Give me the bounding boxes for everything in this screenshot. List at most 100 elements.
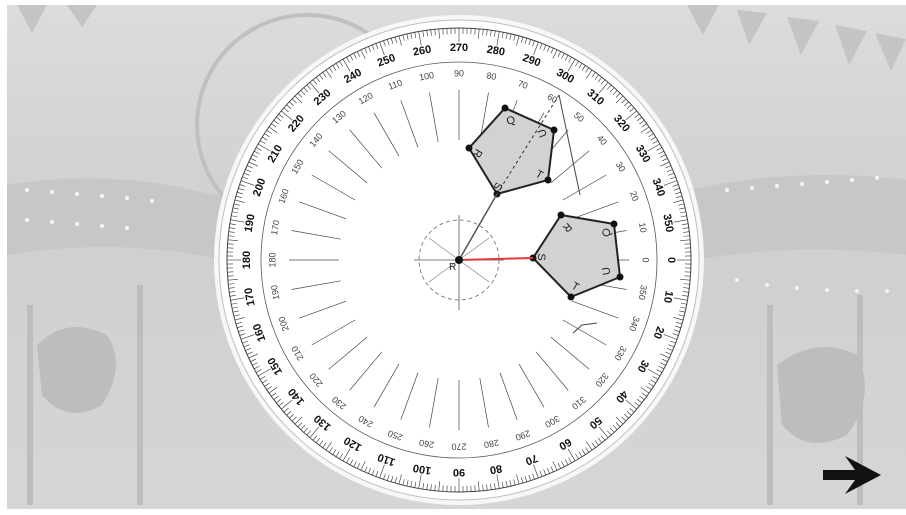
scale-tick	[578, 451, 583, 457]
radial-guide	[571, 300, 619, 319]
scale-tick	[561, 461, 565, 467]
scale-tick	[309, 82, 320, 94]
scale-tick	[496, 474, 500, 489]
scale-tick	[271, 392, 277, 397]
scale-tick	[255, 147, 262, 151]
scale-tick	[682, 295, 689, 297]
inner-degree-label: 90	[454, 68, 464, 78]
scale-tick	[297, 92, 303, 98]
scale-tick	[482, 29, 484, 36]
outer-degree-label: 110	[376, 451, 397, 468]
scale-tick	[482, 484, 484, 491]
scale-tick	[673, 317, 684, 321]
radial-guide	[373, 112, 400, 157]
vertex-dot[interactable]	[557, 211, 565, 219]
scale-tick	[561, 53, 565, 59]
scale-tick	[349, 55, 354, 61]
next-arrow-button[interactable]	[819, 452, 885, 498]
scale-tick	[383, 40, 386, 47]
scale-tick	[255, 369, 262, 373]
scale-tick	[342, 448, 351, 462]
scale-tick	[478, 28, 480, 39]
scale-tick	[297, 422, 303, 428]
scale-tick	[539, 43, 543, 50]
scale-tick	[505, 33, 508, 40]
vertex-dot[interactable]	[465, 144, 473, 152]
inner-degree-label: 110	[387, 77, 404, 91]
scale-tick	[673, 297, 688, 301]
scale-tick	[228, 235, 235, 237]
scale-tick	[232, 211, 239, 214]
scale-tick	[626, 104, 632, 109]
scale-tick	[640, 126, 650, 133]
scale-tick	[532, 473, 535, 480]
scale-tick	[646, 386, 652, 390]
outer-degree-label: 200	[251, 177, 269, 198]
vertex-dot[interactable]	[544, 176, 552, 184]
outer-degree-label: 350	[660, 213, 675, 233]
scale-tick	[375, 43, 379, 50]
scale-tick	[680, 215, 687, 218]
scale-tick	[567, 58, 576, 72]
scale-tick	[568, 56, 572, 63]
angle-bracket	[572, 322, 598, 334]
radial-guide	[571, 201, 619, 220]
scale-tick	[547, 467, 550, 474]
vertex-dot[interactable]	[567, 293, 575, 301]
guide-line	[558, 94, 581, 196]
scale-tick	[229, 295, 236, 297]
scale-tick	[679, 310, 686, 313]
scale-tick	[666, 348, 673, 351]
scale-tick	[575, 453, 579, 460]
scale-tick	[581, 65, 586, 71]
scale-tick	[250, 158, 257, 162]
scale-tick	[626, 411, 632, 416]
outer-degree-label: 190	[243, 213, 258, 233]
radial-guide	[311, 319, 356, 346]
scale-tick	[353, 461, 357, 467]
scale-tick	[672, 333, 679, 336]
vertex-dot[interactable]	[550, 126, 558, 134]
scale-tick	[248, 161, 258, 167]
scale-tick	[379, 41, 385, 56]
scale-tick	[640, 387, 650, 394]
scale-tick	[501, 32, 504, 39]
center-of-rotation[interactable]	[455, 256, 463, 264]
outer-degree-label: 250	[376, 52, 397, 70]
vertex-dot[interactable]	[501, 104, 509, 112]
radial-guide	[429, 92, 439, 142]
scale-tick	[402, 34, 405, 41]
scale-tick	[494, 483, 496, 490]
scale-tick	[266, 386, 272, 390]
vertex-label: S	[535, 253, 547, 260]
scale-tick	[312, 79, 318, 85]
radial-guide	[349, 351, 383, 391]
scale-tick	[254, 150, 260, 155]
scale-tick	[371, 469, 375, 476]
outer-degree-label: 60	[557, 435, 574, 452]
scale-tick	[360, 49, 366, 59]
scale-tick	[680, 239, 691, 241]
outer-degree-label: 160	[251, 322, 269, 343]
scale-tick	[406, 480, 409, 487]
scale-tick	[661, 358, 668, 362]
scale-tick	[233, 314, 240, 317]
vertex-dot[interactable]	[610, 220, 618, 228]
scale-tick	[303, 87, 308, 93]
outer-degree-label: 260	[412, 44, 432, 59]
scale-tick	[394, 36, 397, 43]
radial-guide	[400, 100, 419, 148]
scale-tick	[434, 484, 436, 491]
scale-tick	[656, 147, 663, 151]
scale-tick	[353, 53, 357, 59]
scale-tick	[676, 322, 683, 325]
scale-tick	[652, 140, 659, 144]
scale-tick	[286, 411, 292, 416]
vertex-dot[interactable]	[616, 273, 624, 281]
scale-tick	[339, 453, 343, 460]
scale-tick	[680, 302, 687, 305]
scale-tick	[294, 95, 303, 104]
scale-tick	[383, 473, 386, 480]
